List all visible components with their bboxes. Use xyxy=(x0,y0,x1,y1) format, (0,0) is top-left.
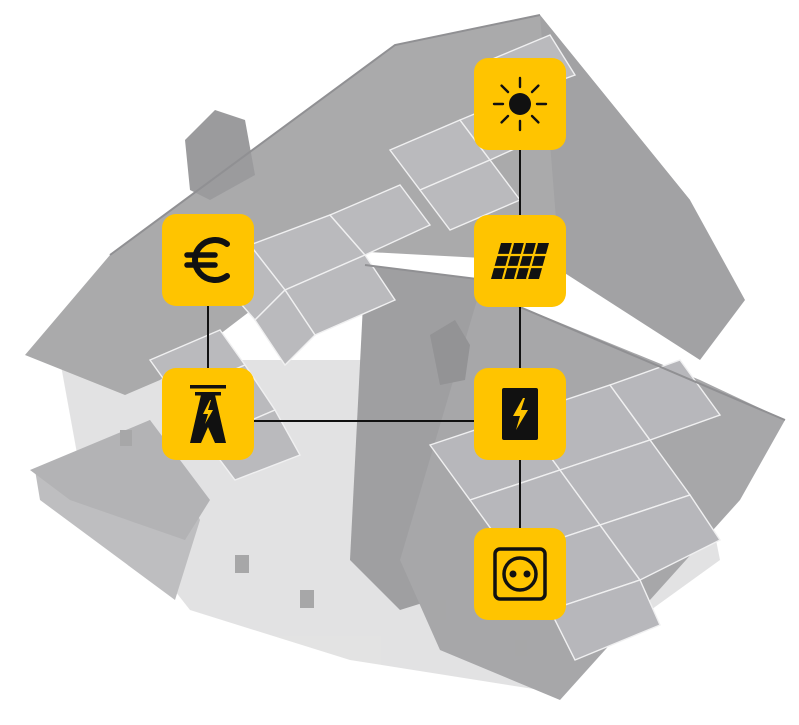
solar-panel-icon xyxy=(491,242,549,280)
power-socket-icon xyxy=(493,547,547,601)
inverter-node xyxy=(474,368,566,460)
grid-pylon-node xyxy=(162,368,254,460)
inverter-icon xyxy=(502,388,538,440)
power-socket-node xyxy=(474,528,566,620)
power-pylon-icon xyxy=(190,385,226,443)
euro-icon xyxy=(184,237,230,283)
sun-icon xyxy=(492,76,548,132)
euro-node xyxy=(162,214,254,306)
sun-node xyxy=(474,58,566,150)
solar-panel-node xyxy=(474,215,566,307)
